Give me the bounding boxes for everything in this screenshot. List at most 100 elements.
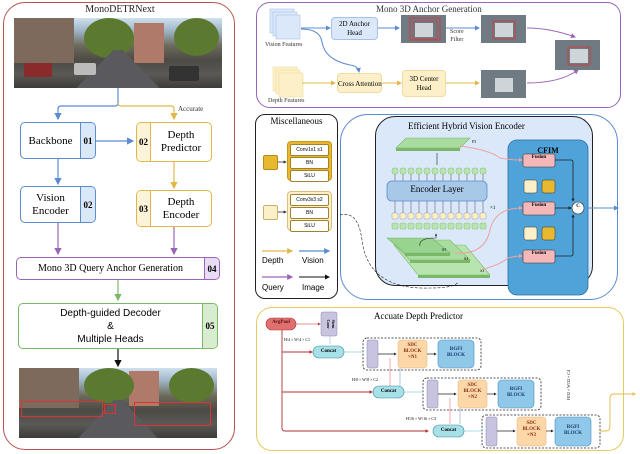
- concat-block-1: [312, 345, 345, 359]
- fusion-label-bot: Fusion: [531, 251, 547, 256]
- depth-predictor-module[interactable]: 02 Depth Predictor: [136, 122, 212, 162]
- input-token: [471, 222, 479, 230]
- backbone-module[interactable]: Backbone 01: [20, 122, 96, 159]
- depth-predictor-label: Depth Predictor: [160, 129, 202, 154]
- silu-label: SiLU: [290, 170, 329, 182]
- downsample-block-3: [485, 416, 498, 447]
- rgfi-label-1: RGFI BLOCK: [446, 347, 466, 358]
- position-token: [407, 212, 415, 220]
- input-token: [407, 222, 415, 230]
- query-anchor-num: 04: [204, 258, 219, 279]
- avgpool-block: [265, 317, 297, 331]
- conv1x1-label: Conv1x1 s1: [290, 144, 329, 156]
- vision-encoder-module[interactable]: Vision Encoder 02: [20, 186, 96, 223]
- decoder-module[interactable]: Depth-guided Decoder & Multiple Heads 05: [18, 303, 218, 349]
- vision-encoder-label: Vision Encoder: [32, 191, 69, 217]
- misc-arrows: [262, 160, 331, 280]
- anchor-image-2: [481, 15, 526, 43]
- cross-attention-block[interactable]: Cross Attention: [337, 73, 382, 93]
- position-token: [455, 212, 463, 220]
- position-token: [431, 212, 439, 220]
- conv3x3-label: Conv3x3 s2: [290, 194, 329, 206]
- sdc-block-3: [516, 416, 547, 447]
- input-token: [423, 222, 431, 230]
- input-token: [439, 222, 447, 230]
- vision-encoder-num: 02: [80, 187, 95, 222]
- depth-features-label: Depth Features: [268, 98, 305, 104]
- bn-label: BN: [290, 157, 329, 169]
- sdc-label-1: SDC BLOCK×N1: [398, 343, 427, 361]
- query-anchor-module[interactable]: Mono 3D Query Anchor Generation 04: [16, 257, 220, 280]
- anchor-connectors: [269, 8, 600, 98]
- sdc-label-3: SDC BLOCK×N3: [517, 421, 546, 439]
- vision-encoder-title: Efficient Hybrid Vision Encoder: [408, 121, 525, 131]
- position-token: [479, 212, 487, 220]
- output-token: [455, 167, 463, 175]
- position-token: [447, 212, 455, 220]
- image-to-depth-arrow: [117, 102, 178, 121]
- decoder-label: Depth-guided Decoder & Multiple Heads: [60, 307, 161, 345]
- rgfi-label-2: RGFI BLOCK: [506, 387, 526, 398]
- position-token: [415, 212, 423, 220]
- rgfi-block-3: [554, 416, 592, 447]
- concat-symbol: C: [576, 204, 580, 209]
- depth-color-swatch: [263, 155, 278, 170]
- stem-conv-block: [320, 311, 338, 337]
- avgpool-label: AvgPool: [272, 320, 290, 325]
- position-token: [463, 212, 471, 220]
- monodetrnext-title: MonoDETRNext: [85, 4, 155, 15]
- miscellaneous-panel: [255, 114, 338, 299]
- output-token: [471, 167, 479, 175]
- fusion-label-top: Fusion: [531, 155, 547, 160]
- sdc-repeat: ×N2: [468, 395, 477, 400]
- query-anchor-label: Mono 3D Query Anchor Generation: [38, 263, 183, 274]
- fusion-block-mid: [522, 201, 556, 216]
- position-token: [439, 212, 447, 220]
- anchor-generation-panel: [256, 2, 621, 108]
- svg-text:F5: F5: [472, 139, 476, 144]
- concat-block-3: [432, 424, 465, 438]
- score-filter-label: Score Filter: [450, 29, 464, 43]
- silu-label: SiLU: [290, 220, 329, 232]
- input-token: [479, 222, 487, 230]
- downsample-block-1: [366, 339, 379, 369]
- position-token: [471, 212, 479, 220]
- input-token: [399, 222, 407, 230]
- miscellaneous-title: Miscellaneous: [270, 116, 323, 126]
- svg-text:S3: S3: [480, 268, 484, 273]
- position-token: [391, 212, 399, 220]
- legend-vision: Vision: [302, 256, 324, 265]
- output-token: [415, 167, 423, 175]
- depth-predictor-title: Accuate Depth Predictor: [374, 311, 463, 321]
- position-token: [399, 212, 407, 220]
- concat-block-2: [372, 385, 405, 399]
- bn-label: BN: [290, 207, 329, 219]
- anchor-head-block[interactable]: 2D Anchor Head: [331, 17, 378, 40]
- encoder-layer-block: [386, 180, 488, 202]
- anchor-image-1: [401, 15, 446, 43]
- sdc-repeat: ×N3: [527, 433, 536, 438]
- depth-predictor-diagram: [265, 311, 636, 449]
- output-token: [439, 167, 447, 175]
- stem-conv-label: Stem Conv: [326, 319, 336, 329]
- output-token: [463, 167, 471, 175]
- input-image: [14, 18, 222, 88]
- legend-query: Query: [262, 283, 284, 292]
- f5-feature-map: [395, 137, 471, 149]
- rgfi-block-1: [437, 339, 475, 369]
- depth-predictor-panel: [256, 307, 624, 451]
- svg-text:S4: S4: [464, 256, 468, 261]
- depth-predictor-num: 02: [137, 123, 151, 161]
- light-color-swatch: [263, 205, 278, 220]
- monodetrnext-panel: [3, 2, 235, 450]
- output-token: [407, 167, 415, 175]
- input-token: [455, 222, 463, 230]
- center-head-block[interactable]: 3D Center Head: [402, 70, 446, 97]
- output-image: [19, 368, 217, 438]
- rgfi-label-3: RGFI BLOCK: [563, 425, 583, 436]
- depth-encoder-module[interactable]: 03 Depth Encoder: [136, 190, 212, 227]
- backbone-label: Backbone: [28, 134, 73, 147]
- legend-depth: Depth: [262, 256, 284, 265]
- output-token: [431, 167, 439, 175]
- fusion-block-bot: [522, 249, 556, 264]
